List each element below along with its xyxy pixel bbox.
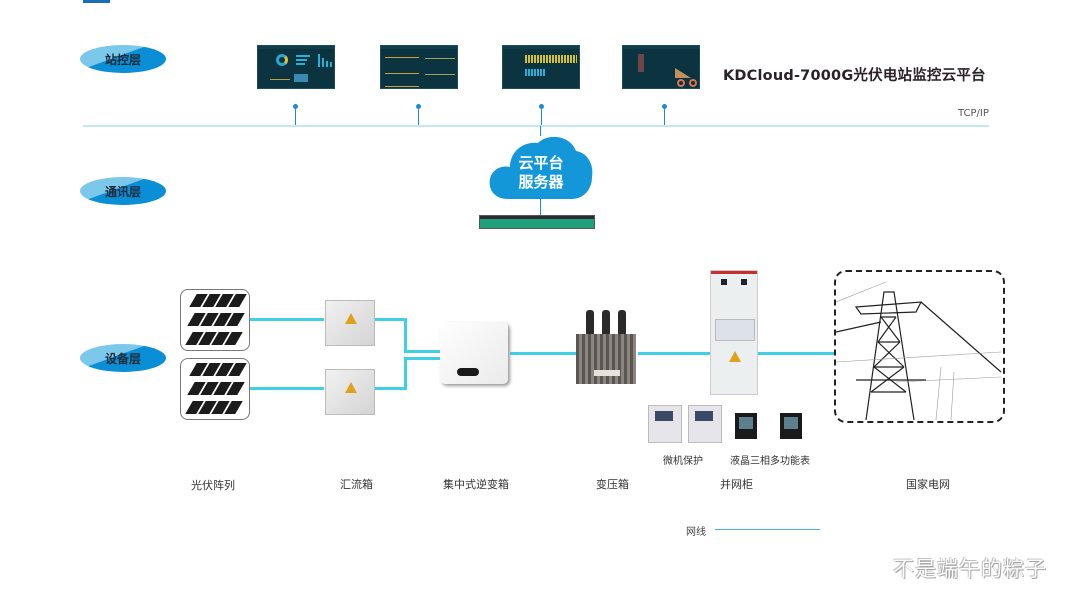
combiner-box-label: 汇流箱 (340, 478, 373, 491)
cloud-label-line1: 云平台 (518, 154, 564, 172)
warning-icon (345, 313, 357, 324)
power-line (375, 387, 407, 390)
pv-array-panel (180, 289, 250, 351)
cloud-label: 云平台 服务器 (500, 154, 582, 192)
monitor-screen-overview (257, 45, 335, 89)
monitor-screen-bars (502, 45, 580, 89)
lcd-meter-label: 液晶三相多功能表 (730, 456, 810, 467)
connector-line (541, 106, 542, 126)
top-tab-marker (83, 0, 110, 3)
cloud-label-line2: 服务器 (518, 173, 564, 191)
watermark: 不是端午的粽子 (893, 557, 1047, 581)
layer-device: 设备层 (80, 344, 166, 372)
inverter-icon (440, 322, 508, 384)
server-rack-icon (479, 215, 595, 229)
tcp-ip-bus-line (83, 125, 989, 127)
cloud-link-line (540, 126, 541, 136)
transformer-label: 变压箱 (596, 478, 629, 491)
warning-icon (729, 351, 741, 362)
power-line (404, 357, 407, 390)
connector-line (418, 106, 419, 126)
transmission-tower-icon (836, 281, 1002, 421)
legend-network-line-swatch (715, 529, 820, 530)
inverter-label: 集中式逆变箱 (443, 478, 509, 491)
grid-cabinet-icon (710, 270, 758, 395)
power-line (404, 350, 440, 353)
lcd-meter-icon (780, 413, 802, 439)
microprotection-label: 微机保护 (663, 456, 703, 467)
pv-array-panel (180, 358, 250, 420)
legend-network-line-label: 网线 (686, 527, 706, 538)
platform-title: KDCloud-7000G光伏电站监控云平台 (723, 68, 986, 84)
combiner-box-icon (325, 369, 375, 415)
grid-cabinet-label: 并网柜 (720, 478, 753, 491)
power-line (758, 352, 834, 355)
state-grid-label: 国家电网 (906, 478, 950, 491)
transformer-icon (576, 308, 636, 386)
pv-array-label: 光伏阵列 (191, 479, 235, 492)
state-grid-frame (834, 270, 1005, 423)
microprotection-device-icon (688, 405, 722, 443)
layer-communication: 通讯层 (80, 177, 166, 205)
server-link-line (540, 197, 541, 215)
power-line (375, 318, 407, 321)
power-line (404, 357, 440, 360)
combiner-box-icon (325, 300, 375, 346)
layer-station: 站控层 (80, 45, 166, 73)
power-line (510, 352, 576, 355)
layer-communication-label: 通讯层 (104, 184, 141, 199)
cloud-icon (489, 136, 593, 199)
power-line (250, 318, 324, 321)
warning-icon (345, 382, 357, 393)
layer-device-label: 设备层 (104, 351, 141, 366)
protocol-label: TCP/IP (958, 108, 989, 119)
power-line (250, 387, 324, 390)
layer-station-label: 站控层 (104, 52, 141, 67)
connector-line (295, 106, 296, 126)
lcd-meter-icon (735, 413, 757, 439)
power-line (638, 352, 710, 355)
microprotection-device-icon (648, 405, 682, 443)
power-line (404, 318, 407, 353)
connector-line (664, 106, 665, 126)
monitor-screen-trend (380, 45, 458, 89)
monitor-screen-map (622, 45, 700, 89)
